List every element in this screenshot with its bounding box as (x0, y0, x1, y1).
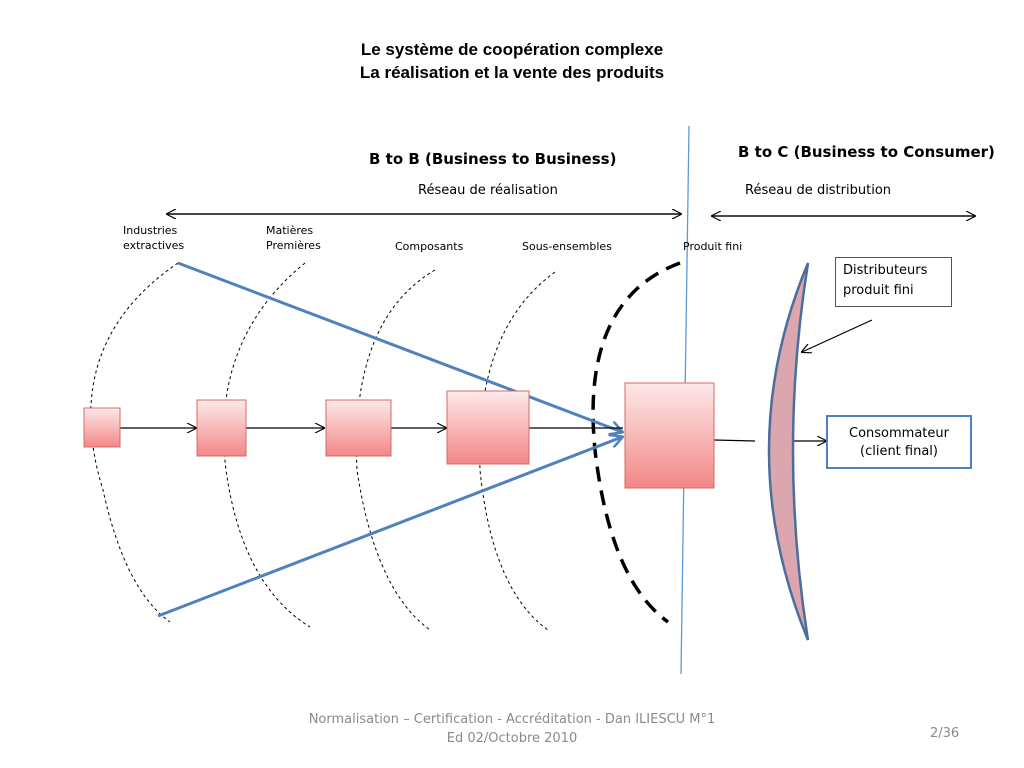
stage-box-industries (83, 407, 121, 448)
page-title: Le système de coopération complexe La ré… (0, 38, 1024, 84)
stage-label-industries: Industries extractives (123, 223, 184, 253)
page-number: 2/36 (930, 726, 960, 741)
stage-arc-4 (479, 271, 556, 631)
stage-box-produit-fini (624, 382, 715, 489)
stage-label-line: Industries (123, 224, 178, 237)
distributors-label-box: Distributeurs produit fini (835, 257, 952, 307)
produit-fini-arc (591, 261, 681, 624)
stage-label-line: extractives (123, 239, 185, 252)
stage-label-line: Matières (266, 224, 314, 237)
distributors-line-2: produit fini (843, 283, 914, 298)
stage-label-sous-ensembles: Sous-ensembles (522, 240, 612, 253)
stage-box-sous-ensembles (446, 390, 530, 465)
stage-box-matieres (196, 399, 247, 457)
convergence-arrow-bottom (157, 437, 622, 618)
flow-arrow-5 (713, 439, 756, 442)
b2c-title: B to C (Business to Consumer) (738, 143, 995, 161)
stage-label-line: Premières (266, 239, 321, 252)
consumer-line-2: (client final) (860, 444, 938, 459)
consumer-box: Consommateur (client final) (826, 415, 972, 469)
stage-label-produit-fini: Produit fini (683, 240, 743, 253)
distributor-pointer-arrow (802, 319, 873, 352)
stage-arc-3 (355, 269, 436, 631)
stage-arc-2 (223, 262, 311, 628)
footer-line-2: Ed 02/Octobre 2010 (446, 731, 578, 746)
footer-line-1: Normalisation – Certification - Accrédit… (308, 712, 716, 727)
stage-arc-1 (90, 262, 179, 623)
stage-box-composants (325, 399, 392, 457)
consumer-line-1: Consommateur (849, 426, 949, 441)
b2b-network-label: Réseau de réalisation (418, 183, 558, 198)
b2c-network-label: Réseau de distribution (745, 183, 892, 198)
stage-label-matieres: Matières Premières (266, 223, 321, 253)
stage-label-composants: Composants (395, 240, 464, 253)
footer: Normalisation – Certification - Accrédit… (0, 710, 1024, 748)
title-line-1: Le système de coopération complexe (360, 40, 664, 59)
b2b-title: B to B (Business to Business) (369, 150, 617, 168)
title-line-2: La réalisation et la vente des produits (359, 63, 665, 82)
distributors-line-1: Distributeurs (843, 263, 928, 278)
distributors-lens (767, 262, 810, 641)
convergence-arrow-top (177, 261, 622, 432)
